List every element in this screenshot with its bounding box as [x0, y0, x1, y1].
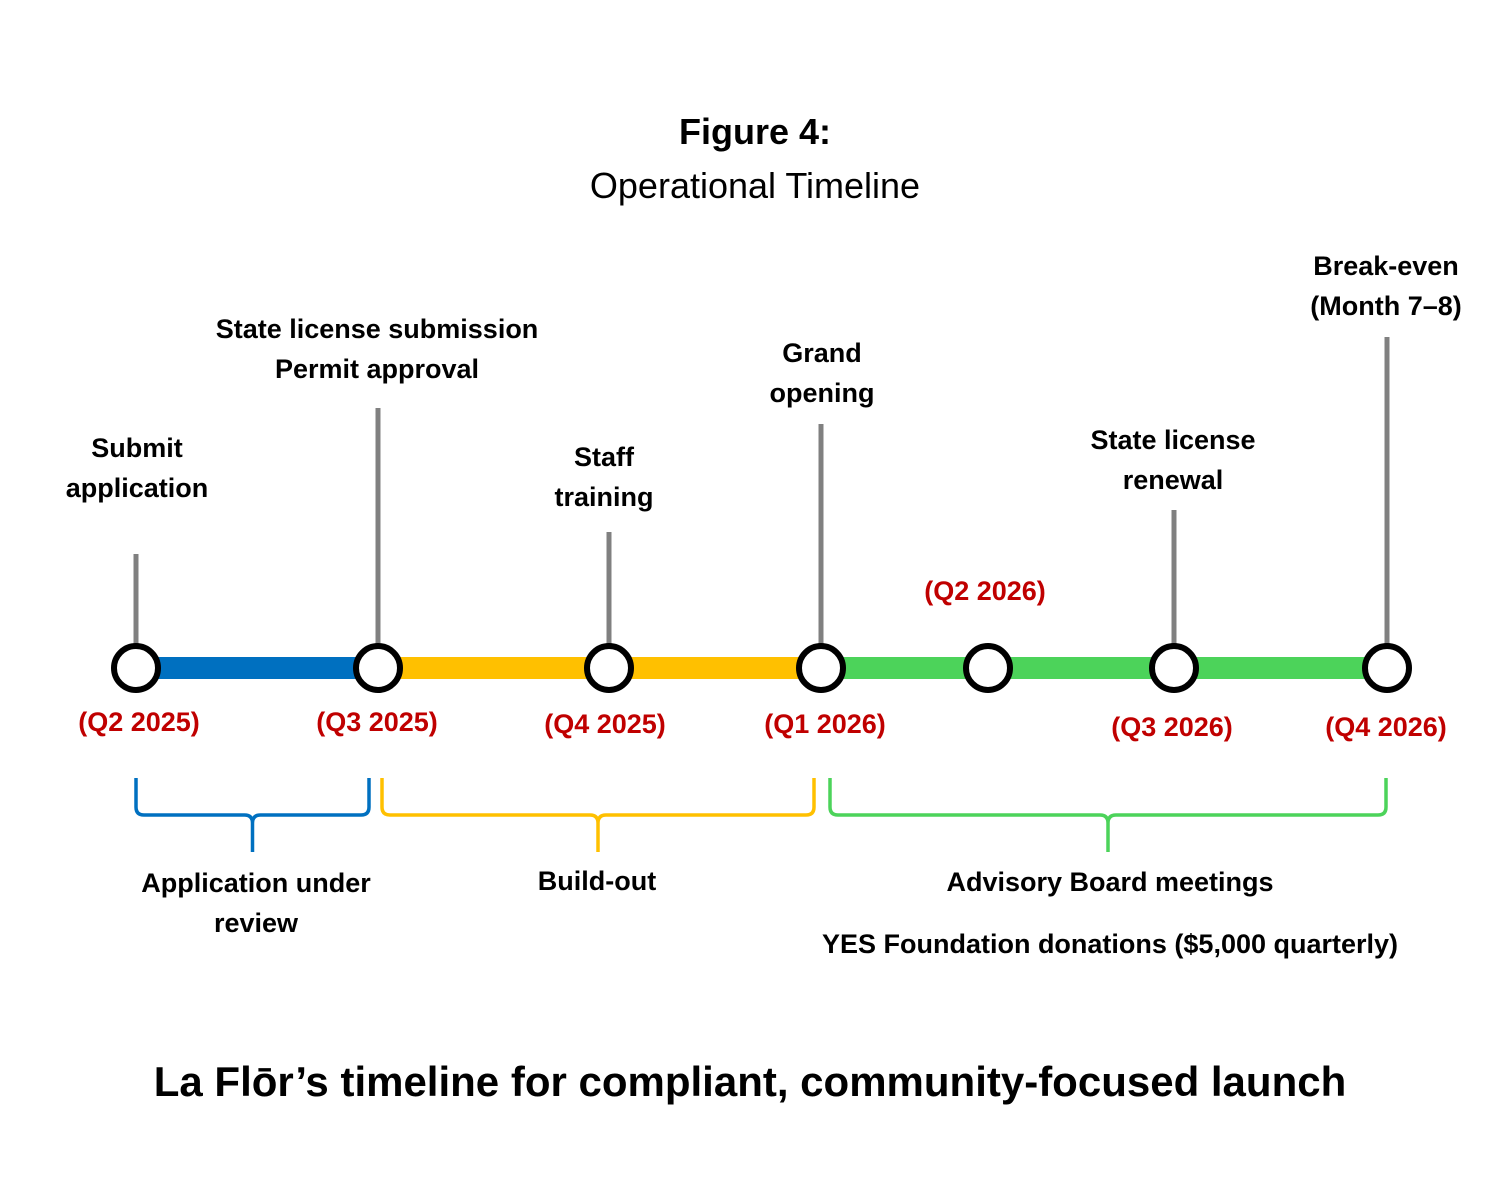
milestone-date: (Q2 2026) — [924, 576, 1046, 606]
milestone-node — [963, 643, 1013, 693]
milestone-node — [353, 643, 403, 693]
milestone-label: Permit approval — [275, 354, 479, 384]
milestone-node — [1149, 643, 1199, 693]
phase-label: review — [214, 908, 299, 938]
milestone-date: (Q3 2025) — [316, 707, 438, 737]
phase-label: Advisory Board meetings — [946, 867, 1273, 897]
milestone-date: (Q1 2026) — [764, 709, 886, 739]
milestone-date: (Q4 2025) — [544, 709, 666, 739]
milestone-date: (Q4 2026) — [1325, 712, 1447, 742]
milestone-label: opening — [770, 378, 875, 408]
milestone-label: (Month 7–8) — [1310, 291, 1462, 321]
milestone-dates: (Q2 2025) (Q3 2025) (Q4 2025) (Q1 2026) (Q2 … — [78, 576, 1447, 742]
milestone-nodes — [111, 643, 1412, 693]
milestone-label: renewal — [1123, 465, 1224, 495]
milestone-label: Break-even — [1313, 251, 1459, 281]
phase-labels: Application under review Build-out Advisory… — [141, 866, 1398, 959]
milestone-labels: Submit application State license submissio… — [66, 251, 1462, 512]
phase-label: YES Foundation donations ($5,000 quarter… — [822, 929, 1398, 959]
phase-label: Application under — [141, 868, 371, 898]
phase-braces — [134, 778, 1388, 852]
phase-brace-blue — [134, 778, 371, 852]
milestone-node — [1362, 643, 1412, 693]
figure-caption: La Flōr’s timeline for compliant, commun… — [154, 1058, 1347, 1105]
phase-label: Build-out — [538, 866, 656, 896]
milestone-node — [796, 643, 846, 693]
milestone-label: training — [555, 482, 654, 512]
phase-brace-green — [828, 778, 1388, 852]
figure-subtitle: Operational Timeline — [590, 165, 920, 206]
milestone-label: Submit — [91, 433, 183, 463]
milestone-node — [584, 643, 634, 693]
milestone-date: (Q2 2025) — [78, 707, 200, 737]
milestone-label: State license — [1090, 425, 1255, 455]
milestone-label: Grand — [782, 338, 862, 368]
milestone-node — [111, 643, 161, 693]
milestone-label: Staff — [574, 442, 635, 472]
milestone-date: (Q3 2026) — [1111, 712, 1233, 742]
figure-title: Figure 4: — [679, 111, 831, 152]
milestone-label: State license submission — [216, 314, 539, 344]
milestone-label: application — [66, 473, 209, 503]
milestone-stems — [133, 337, 1390, 648]
phase-brace-yellow — [380, 778, 816, 852]
